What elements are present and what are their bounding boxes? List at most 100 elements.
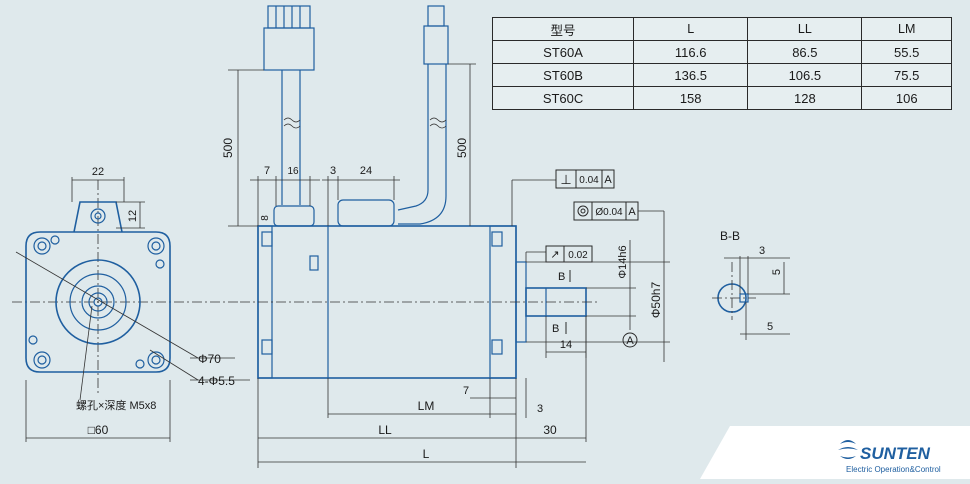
mount-hole-br (147, 351, 165, 369)
logo-tagline: Electric Operation&Control (846, 465, 941, 474)
tab-hole (90, 208, 106, 224)
phi70-label: Φ70 (198, 352, 221, 366)
table-cell: 158 (633, 86, 749, 110)
dim-8-label: 8 (260, 215, 271, 221)
left-housing (273, 205, 315, 227)
section-view: B-B 3 5 5 (712, 229, 790, 340)
table-row: ST60C 158 128 106 (491, 86, 952, 110)
table-cell: ST60A (491, 40, 635, 64)
cable-len-left: 500 (221, 138, 235, 158)
right-plug (427, 5, 445, 27)
right-cable-l (397, 64, 429, 211)
mount-hole-br-inner (151, 355, 161, 365)
dim-7b-label: 7 (463, 385, 469, 397)
connector-tab (73, 201, 123, 233)
table-cell: ST60B (491, 63, 635, 87)
table-cell: 106 (861, 86, 952, 110)
ll-label: LL (378, 423, 392, 437)
tab-hole-inner (94, 212, 102, 220)
front-view: 22 12 Φ70 4-Φ5.5 螺孔×深度 M5x8 □60 (12, 166, 250, 442)
section-dim-3: 3 (759, 245, 765, 257)
logo-mark-icon (838, 440, 858, 459)
header-lm: LM (861, 17, 952, 41)
flange-square (25, 231, 171, 373)
perp-frame (555, 169, 615, 189)
left-break-mark (283, 117, 301, 129)
table-cell: 136.5 (633, 63, 749, 87)
dim-22-label: 22 (92, 166, 104, 178)
holes-leader (149, 349, 199, 381)
left-plug (267, 5, 311, 29)
table-cell: 86.5 (747, 40, 863, 64)
pilot-circle (55, 259, 141, 345)
side-view: 500 500 7 16 3 24 8 ⊥ 0.04 A Ø0.04 A (221, 5, 670, 468)
conc-symbol-inner (580, 208, 586, 214)
conc-datum: A (628, 206, 636, 218)
conc-tol: Ø0.04 (595, 207, 623, 218)
rear-tab-bottom (261, 339, 273, 355)
dim-7-label: 7 (264, 165, 270, 177)
perp-symbol: ⊥ (560, 172, 571, 187)
runout-symbol: ↗ (550, 249, 559, 261)
table-cell: 55.5 (861, 40, 952, 64)
header-model: 型号 (491, 17, 635, 41)
screw-hole-2 (155, 259, 165, 269)
table-cell: 106.5 (747, 63, 863, 87)
section-dim-5b: 5 (767, 321, 773, 333)
rear-tab-top (261, 231, 273, 247)
screw-leader (79, 305, 93, 401)
left-connector-body (263, 27, 315, 71)
spec-table: 型号 L LL LM ST60A 116.6 86.5 55.5 ST60B 1… (491, 17, 952, 110)
header-ll: LL (747, 17, 863, 41)
mount-hole-tl-inner (37, 241, 47, 251)
shaft-key-label: 14 (560, 339, 572, 351)
section-mark-top: B (558, 271, 565, 283)
mount-hole-tr (147, 237, 165, 255)
table-cell: 75.5 (861, 63, 952, 87)
l-label: L (423, 447, 430, 461)
front-tab-top (491, 231, 503, 247)
mount-hole-tl (33, 237, 51, 255)
table-cell: 128 (747, 86, 863, 110)
logo-brand: SUNTEN (860, 444, 931, 463)
shaft-outer-circle (81, 285, 115, 319)
conc-symbol-outer (577, 205, 589, 217)
lm-label: LM (418, 399, 435, 413)
pcd-diagonal (15, 251, 199, 359)
joint-tab (309, 255, 319, 271)
bearing-circle (69, 273, 127, 331)
holes-label: 4-Φ5.5 (198, 374, 235, 388)
table-row: ST60B 136.5 106.5 75.5 (491, 63, 952, 87)
perp-datum: A (604, 174, 612, 186)
sunten-logo: SUNTEN Electric Operation&Control (700, 426, 970, 479)
table-cell: 116.6 (633, 40, 749, 64)
section-title: B-B (720, 229, 740, 243)
mount-hole-bl-inner (37, 355, 47, 365)
perp-tol: 0.04 (579, 175, 599, 186)
right-connector-body (423, 25, 449, 65)
dim-24-label: 24 (360, 165, 372, 177)
dim-30-label: 30 (543, 423, 557, 437)
square-label: □60 (88, 423, 109, 437)
table-row: ST60A 116.6 86.5 55.5 (491, 40, 952, 64)
right-housing (337, 199, 395, 227)
table-cell: ST60C (491, 86, 635, 110)
screw-hole-1 (50, 235, 60, 245)
screw-label: 螺孔×深度 M5x8 (76, 398, 156, 412)
section-dim-5a: 5 (771, 269, 783, 275)
mount-hole-bl (33, 351, 51, 369)
front-tab-bottom (491, 339, 503, 355)
pilot-dia-label: Φ50h7 (649, 282, 663, 319)
dim-3b-label: 3 (537, 403, 543, 415)
cable-len-right: 500 (455, 138, 469, 158)
datum-a-circle (622, 332, 638, 348)
dim-12-label: 12 (127, 210, 139, 222)
table-header-row: 型号 L LL LM (491, 17, 952, 41)
logo-background (700, 426, 970, 479)
screw-hole-3 (28, 335, 38, 345)
section-mark-bottom: B (552, 323, 559, 335)
dim-3-label: 3 (330, 165, 336, 177)
mount-hole-tr-inner (151, 241, 161, 251)
